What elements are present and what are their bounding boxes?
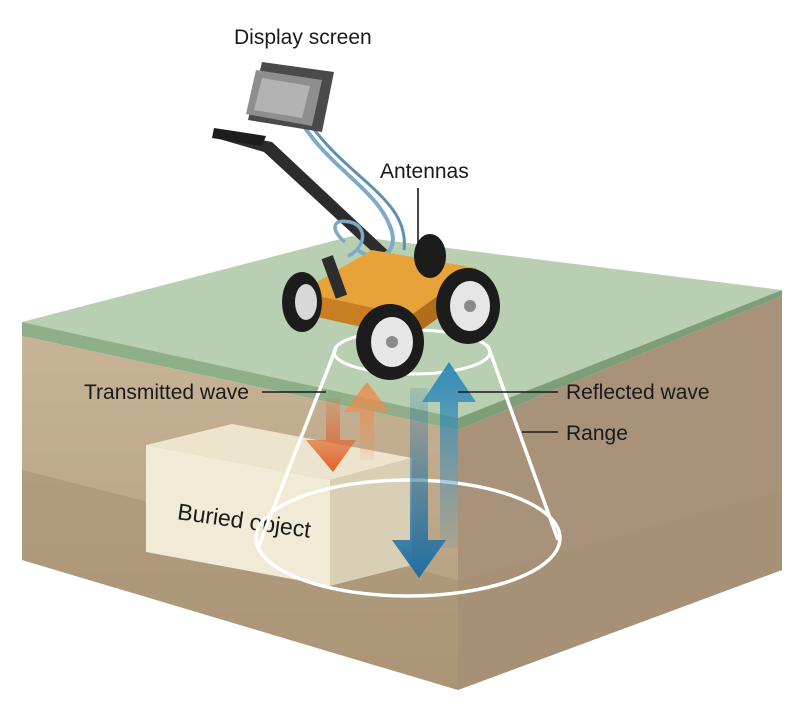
antennas-label: Antennas	[380, 160, 469, 183]
reflected-wave-label: Reflected wave	[566, 381, 710, 404]
display-screen-device	[246, 62, 334, 132]
range-label: Range	[566, 422, 628, 445]
wheel-back-left	[282, 272, 322, 332]
buried-object-side	[330, 458, 412, 586]
wheel-front-right	[436, 268, 500, 344]
display-screen-label: Display screen	[234, 26, 372, 49]
wheel-front-left	[356, 304, 424, 380]
transmitted-wave-label: Transmitted wave	[84, 381, 249, 404]
